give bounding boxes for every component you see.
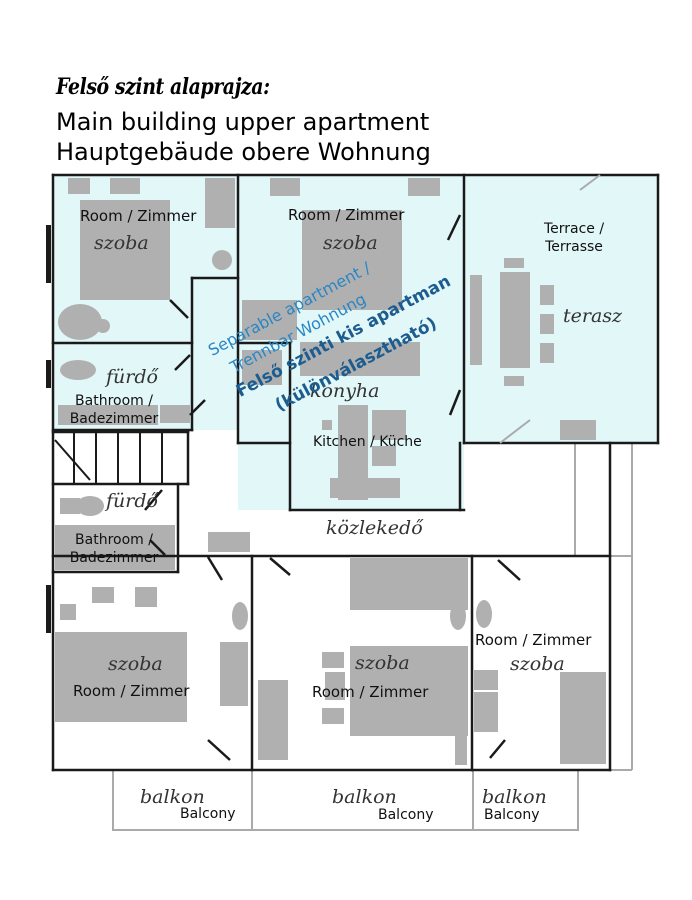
room-label-bottom-left: Room / Zimmer [73, 682, 190, 700]
windows [46, 225, 51, 633]
room-label-bottom-right: Room / Zimmer [475, 631, 592, 649]
furniture [55, 178, 606, 765]
room-label-terrace: Terrace / Terrasse [543, 221, 605, 255]
room-hu-top-middle: szoba [323, 232, 378, 254]
room-label-top-left: Room / Zimmer [80, 207, 197, 225]
plan-title-de: Hauptgebäude obere Wohnung [56, 138, 431, 166]
plan-title-hu: Felső szint alaprajza: [56, 74, 270, 100]
balcony-hu-2: balkon [332, 786, 397, 808]
room-hu-bottom-left: szoba [108, 653, 163, 675]
room-hu-terrace: terasz [563, 305, 623, 327]
room-hu-kitchen: konyha [310, 380, 380, 402]
doors [144, 214, 521, 761]
stairs [54, 432, 163, 484]
terrace-door [499, 174, 601, 444]
room-label-kitchen: Kitchen / Küche [313, 434, 422, 450]
balcony-hu-1: balkon [140, 786, 205, 808]
outer-thin-lines [112, 443, 633, 831]
room-hu-corridor: közlekedő [326, 517, 423, 539]
room-hu-bathroom-lower: fürdő [106, 490, 158, 512]
room-hu-bottom-right: szoba [510, 653, 565, 675]
room-hu-top-left: szoba [94, 232, 149, 254]
plan-title-en: Main building upper apartment [56, 108, 430, 136]
walls [51, 173, 660, 772]
room-hu-bottom-middle: szoba [355, 652, 410, 674]
balcony-label-1: Balcony [180, 806, 236, 822]
balcony-hu-3: balkon [482, 786, 547, 808]
balcony-label-3: Balcony [484, 807, 540, 823]
balcony-label-2: Balcony [378, 807, 434, 823]
room-label-bottom-middle: Room / Zimmer [312, 683, 429, 701]
room-label-bathroom-lower: Bathroom / Badezimmer [69, 532, 159, 566]
room-label-bathroom-upper: Bathroom / Badezimmer [69, 393, 159, 427]
room-hu-bathroom-upper: fürdő [106, 366, 158, 388]
room-label-top-middle: Room / Zimmer [288, 206, 405, 224]
